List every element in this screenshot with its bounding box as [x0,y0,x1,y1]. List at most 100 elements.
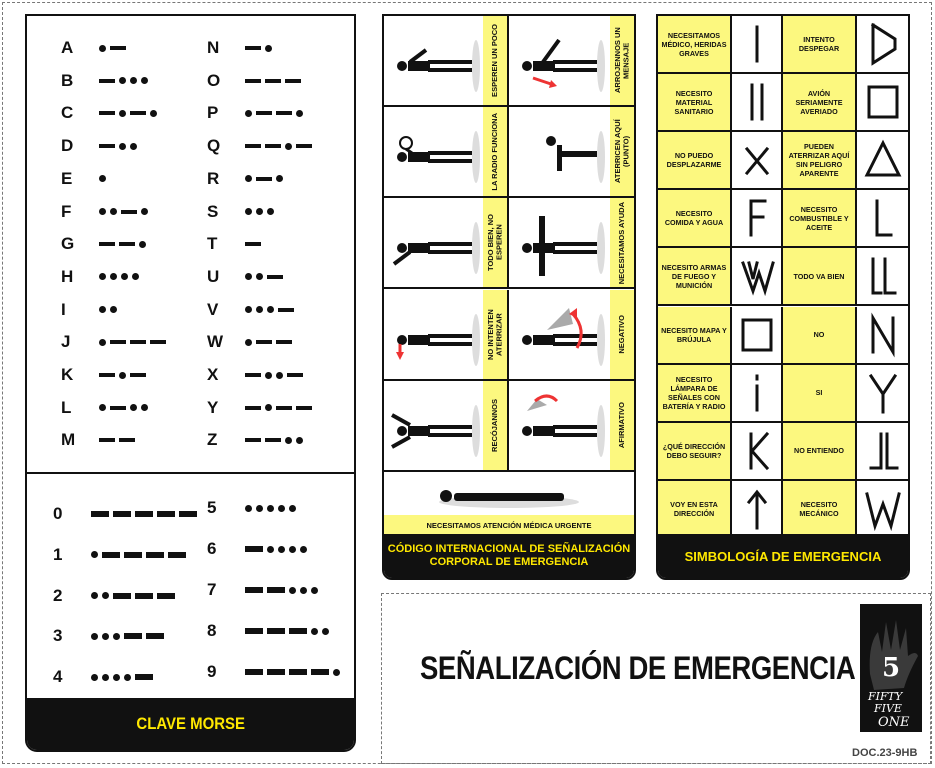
morse-character: E [61,168,73,188]
morse-dot [333,668,340,676]
morse-footer-title: CLAVE MORSE [136,714,245,733]
morse-character: X [207,365,219,384]
morse-code [99,175,106,183]
morse-dot [276,175,283,183]
ground-symbol-icon [730,422,783,479]
morse-dot [99,404,106,412]
morse-row: U [207,267,283,287]
morse-dot [113,632,120,640]
morse-dash [276,111,292,116]
ground-symbol-icon [855,364,908,421]
morse-dash [119,242,135,247]
symbol-meaning-left: NECESITO MATERIAL SANITARIO [658,74,730,131]
morse-code [245,371,303,379]
morse-code [245,404,312,412]
symbol-meaning-right: TODO VA BIEN [783,248,855,305]
body-signal-label-box: NECESITAMOS AYUDA [610,198,634,288]
morse-row: W [207,332,292,352]
morse-dash [124,551,142,558]
morse-dash [135,674,153,681]
morse-dot [121,273,128,281]
morse-dash [285,78,301,83]
morse-dot [311,627,318,635]
morse-dot [278,504,285,512]
symbol-meaning-left: NECESITO LÁMPARA DE SEÑALES CON BATERÍA … [658,364,730,421]
crouch-figure-icon [513,117,608,187]
morse-character: 0 [53,504,63,523]
morse-dot [322,627,329,635]
morse-dash [267,669,285,675]
morse-row: K [61,365,146,385]
ground-symbol-icon [730,364,783,421]
morse-dash [278,307,294,312]
morse-character: 4 [53,667,63,687]
morse-dot [130,404,137,412]
symbols-footer: SIMBOLOGÍA DE EMERGENCIA [658,534,908,578]
morse-code [91,592,175,600]
morse-dot [130,142,137,150]
morse-dot [91,673,98,681]
body-signal-wide: NECESITAMOS ATENCIÓN MÉDICA URGENTE [384,472,634,537]
morse-dot [150,109,157,117]
morse-row: L [61,398,148,418]
body-signal-label-box: ATERRICEN AQUÍ (PUNTO) [610,107,634,197]
logo-number: 5 [882,653,900,683]
symbol-meaning-left: ¿QUÉ DIRECCIÓN DEBO SEGUIR? [658,422,730,479]
morse-dot [91,551,98,559]
morse-dot [289,586,296,594]
body-signal-label-box: NO INTENTEN ATERRIZAR [483,289,507,379]
morse-dash [245,242,261,247]
morse-dash [99,144,115,149]
morse-dot [110,273,117,281]
morse-character: G [61,234,75,254]
morse-dash [265,78,281,83]
symbol-meaning-right: NECESITO MECÁNICO [783,480,855,537]
morse-dot [91,632,98,640]
morse-dot [141,208,148,215]
morse-row: V [207,300,294,320]
morse-row: J [61,332,166,352]
morse-code [245,545,307,553]
body-footer-line2: CORPORAL DE EMERGENCIA [429,556,589,568]
fifty-five-one-logo: 5 FIFTY FIVE ONE [860,604,922,732]
body-signal-label-box: TODO BIEN, NO ESPEREN [483,198,507,288]
body-signal-label-box: NEGATIVO [610,289,634,379]
morse-code [99,77,148,85]
body-signal-wide-label: NECESITAMOS ATENCIÓN MÉDICA URGENTE [426,520,592,530]
morse-dash [267,587,285,593]
morse-dot [285,436,292,444]
morse-dot [141,77,148,85]
body-signal-cell: NO INTENTEN ATERRIZAR [384,289,509,381]
morse-dot [119,77,126,85]
body-signal-label: LA RADIO FUNCIONA [489,112,499,191]
morse-code [245,242,261,247]
morse-row: T [207,234,261,254]
morse-code [245,627,329,635]
body-signal-label: NECESITAMOS AYUDA [616,201,626,284]
morse-row: E [61,169,106,189]
morse-dash [265,144,281,149]
morse-character: K [61,365,74,384]
hands-head-figure-icon [388,117,483,187]
morse-character: D [61,136,74,156]
morse-code [245,109,303,117]
morse-code [99,44,126,52]
morse-dot [267,545,274,553]
morse-dot [99,208,106,215]
morse-code [245,668,340,676]
body-signal-cell: AFIRMATIVO [509,380,634,472]
page-title: SEÑALIZACIÓN DE EMERGENCIA [420,650,856,686]
morse-dot [245,273,252,281]
morse-character: 5 [207,498,217,517]
morse-character: 3 [53,626,63,646]
morse-dash [146,633,164,640]
morse-code [245,78,301,83]
morse-dash [157,592,175,599]
morse-dash [121,209,137,214]
morse-row: X [207,365,303,385]
morse-character: M [61,430,76,450]
morse-dash [265,438,281,443]
morse-row: 7 [207,580,318,600]
